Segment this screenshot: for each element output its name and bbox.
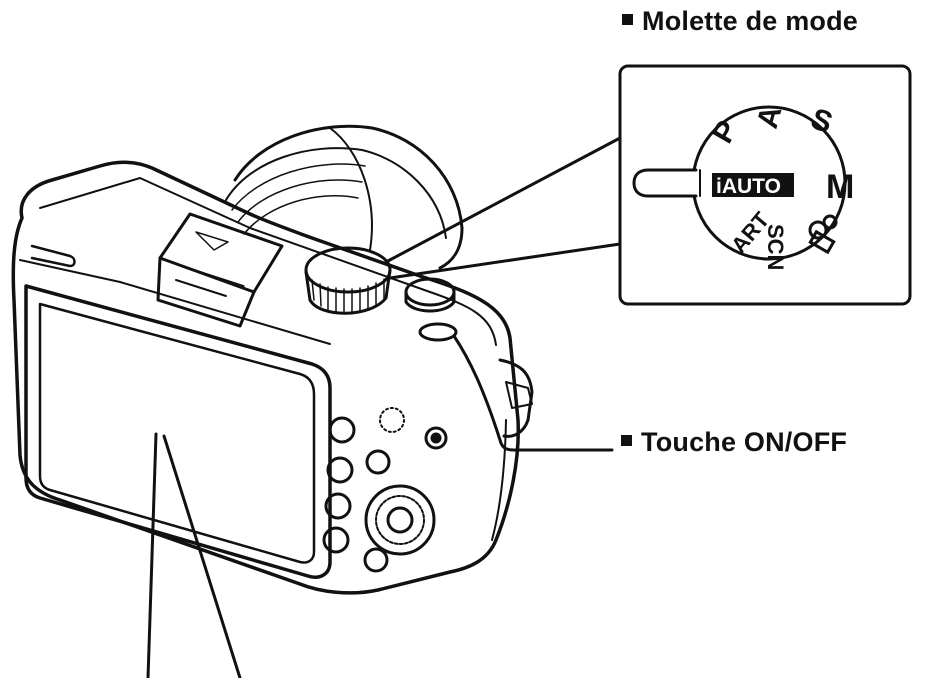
dial-label-iauto: iAUTO bbox=[716, 175, 781, 198]
leader-lines bbox=[146, 136, 622, 680]
rear-controls bbox=[322, 407, 448, 573]
on-off-callout: Touche ON/OFF bbox=[621, 427, 847, 458]
mode-dial-labels: iAUTO P A S M ART SCN bbox=[706, 102, 854, 270]
dial-label-m: M bbox=[826, 168, 854, 206]
lens bbox=[225, 124, 464, 270]
dial-label-scn: SCN bbox=[763, 224, 788, 270]
movie-camera-icon bbox=[808, 214, 838, 255]
bullet-square-icon bbox=[622, 14, 633, 25]
on-off-button bbox=[418, 322, 458, 342]
shutter-button bbox=[404, 277, 456, 313]
camera-body bbox=[11, 160, 534, 595]
hot-shoe bbox=[156, 212, 284, 328]
mode-dial-small bbox=[304, 246, 392, 315]
lcd-screen bbox=[24, 284, 332, 579]
mode-dial-label: Molette de mode bbox=[642, 6, 859, 36]
bullet-square-icon bbox=[621, 435, 632, 446]
mode-dial-callout: Molette de mode bbox=[622, 6, 858, 37]
dial-label-s: S bbox=[807, 102, 837, 140]
mode-dial-detail-box bbox=[618, 64, 912, 306]
on-off-label: Touche ON/OFF bbox=[641, 427, 848, 457]
iauto-highlight bbox=[712, 173, 794, 197]
